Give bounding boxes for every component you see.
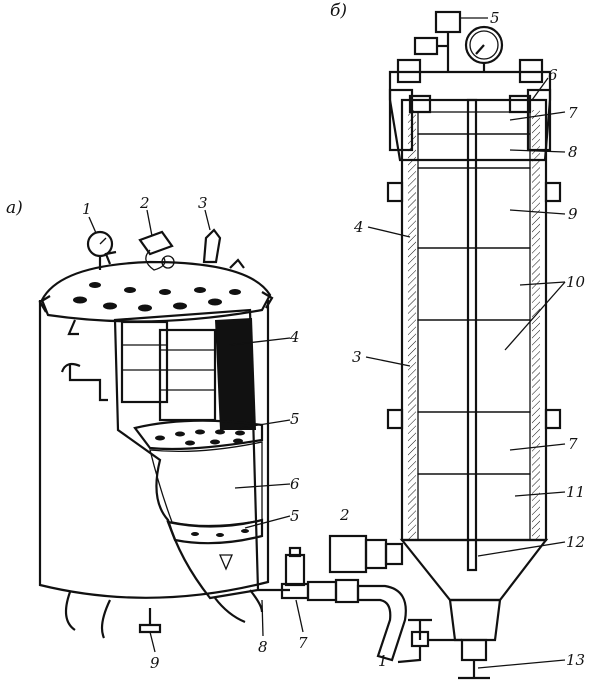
panel-a-legs — [64, 589, 264, 639]
panel-b-layer-rings — [417, 473, 531, 541]
panel-b-inlet-fitting — [328, 534, 404, 574]
panel-a-handle — [68, 365, 108, 402]
panel-a-pressure-gauge-icon — [86, 230, 114, 270]
panel-b-layer-cloth-lower — [417, 411, 531, 475]
panel-a-filter-material — [149, 441, 263, 527]
callout-a-5b: 5 — [290, 507, 300, 525]
callout-b-6: 6 — [548, 66, 558, 84]
panel-b-layer-coarse-upper — [417, 247, 531, 321]
panel-b-central-tube — [466, 98, 478, 572]
panel-b-layer-coarse-lower — [417, 319, 531, 413]
callout-b-10: 10 — [566, 273, 586, 291]
callout-b-8: 8 — [568, 143, 578, 161]
callout-a-8: 8 — [258, 638, 268, 656]
panel-a-fitting-icon — [138, 230, 175, 271]
callout-a-2: 2 — [139, 194, 150, 212]
callout-a-3: 3 — [198, 194, 208, 212]
callout-a-1: 1 — [82, 200, 92, 218]
callout-b-5: 5 — [490, 9, 500, 27]
panel-b-top-instruments — [413, 10, 504, 72]
callout-b-13: 13 — [566, 651, 585, 669]
callout-a-7: 7 — [298, 634, 308, 652]
panel-a-label: а) — [6, 198, 23, 218]
callout-b-4: 4 — [353, 218, 364, 236]
panel-a-autoclave-filter — [38, 209, 407, 662]
panel-a-vent-valve-icon — [202, 228, 222, 264]
panel-b-label: б) — [330, 1, 347, 21]
panel-b-drain-valve — [397, 618, 462, 664]
callout-b-9: 9 — [568, 205, 578, 223]
panel-a-filter-cartridges — [120, 320, 217, 422]
panel-b-layer-fine-gravel — [417, 133, 531, 169]
callout-b-2: 2 — [339, 506, 350, 524]
panel-a-lid-holes — [73, 282, 241, 312]
callout-b-1: 1 — [378, 652, 388, 670]
callout-b-12: 12 — [566, 533, 585, 551]
panel-a-cutaway — [113, 308, 260, 600]
panel-a-perforated-plate-lower — [166, 518, 264, 545]
callout-a-5: 5 — [290, 410, 300, 428]
panel-b-column-filter — [328, 10, 566, 680]
callout-b-7: 7 — [568, 104, 578, 122]
callout-b-7b: 7 — [568, 435, 578, 453]
panel-a-outlet-pipe — [258, 546, 407, 662]
panel-a-perforated-plate-upper — [133, 419, 264, 451]
callout-b-3: 3 — [352, 348, 362, 366]
callout-a-9: 9 — [150, 654, 160, 672]
panel-b-layer-dark-granules — [417, 167, 531, 249]
panel-b-layer-top-cloth — [417, 111, 531, 135]
callout-a-6: 6 — [290, 475, 300, 493]
callout-b-11: 11 — [566, 483, 585, 501]
callout-a-4: 4 — [289, 328, 300, 346]
